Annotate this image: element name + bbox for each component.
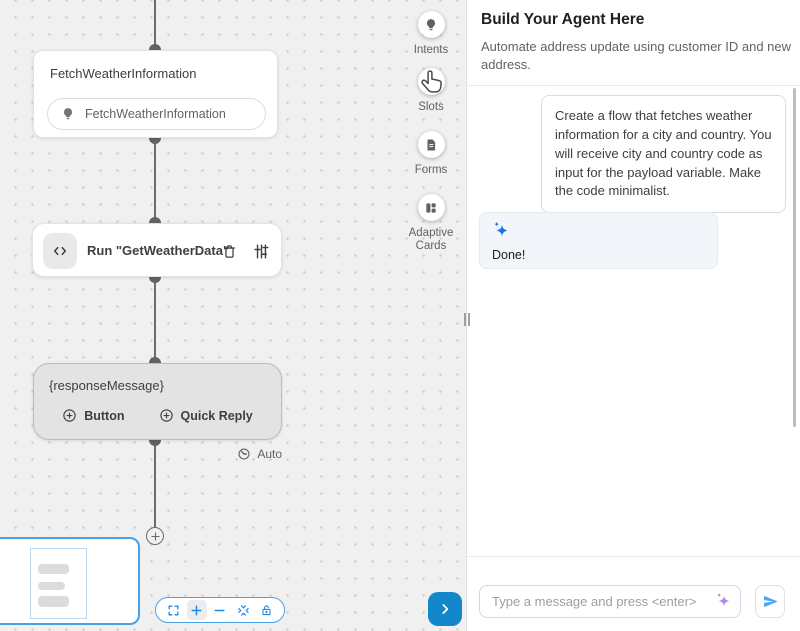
panel-title: Build Your Agent Here [481,11,645,28]
code-node-label: Run "GetWeatherData" [87,243,230,258]
response-variable: {responseMessage} [49,378,164,393]
fit-view-icon [237,604,249,616]
minimap-node [38,596,69,607]
add-button-action[interactable]: Button [62,408,125,423]
intents-tool-label: Intents [413,44,449,56]
minimap-viewport[interactable] [30,548,87,619]
intent-node-title: FetchWeatherInformation [50,66,197,81]
ai-sparkle-icon [494,221,508,237]
fullscreen-button[interactable] [164,600,184,620]
send-icon [763,595,778,608]
intents-tool-button[interactable] [417,11,445,38]
auto-label: Auto [257,447,282,461]
user-message-bubble: Create a flow that fetches weather infor… [541,95,786,214]
fullscreen-icon [168,605,179,615]
minus-icon [214,609,226,611]
add-quick-reply-action[interactable]: Quick Reply [159,408,253,423]
adaptive-cards-tool-button[interactable] [417,194,445,221]
chat-message-input[interactable] [479,585,741,618]
response-message-node[interactable]: {responseMessage} Button Quick Reply [33,363,282,440]
intent-node[interactable]: FetchWeatherInformation FetchWeatherInfo… [33,50,278,138]
plus-circle-icon [159,409,173,422]
flow-canvas[interactable]: FetchWeatherInformation FetchWeatherInfo… [0,0,466,631]
header-divider [467,85,800,86]
flow-minimap[interactable] [0,537,140,625]
lightbulb-icon [63,108,73,120]
panel-resize-handle[interactable] [464,313,470,326]
minimap-node [38,582,65,590]
tune-icon [253,243,269,259]
adaptive-cards-tool-label: Adaptive Cards [408,227,454,253]
plus-circle-icon [63,409,76,422]
code-node[interactable]: Run "GetWeatherData" [32,223,282,277]
add-node-button[interactable] [146,527,164,545]
slots-tool-label: Slots [418,101,444,113]
forms-tool-button[interactable] [417,131,445,158]
delete-button[interactable] [219,241,239,261]
dashboard-icon [426,202,436,213]
fit-view-button[interactable] [233,600,253,620]
agent-message-bubble: Done! [479,212,718,269]
document-icon [427,138,436,151]
footer-divider [467,556,800,557]
zoom-out-button[interactable] [210,600,230,620]
plus-icon [191,604,202,616]
add-quick-reply-label: Quick Reply [180,408,253,423]
trash-icon [223,244,235,258]
chevron-right-icon [442,604,449,614]
code-chip [43,233,77,269]
plus-icon [150,531,160,541]
magic-sparkle-button[interactable] [715,592,733,609]
add-button-label: Button [84,408,125,423]
agent-message-text: Done! [492,248,526,262]
panel-collapse-button[interactable] [428,592,462,626]
panel-subtitle: Automate address update using customer I… [481,39,792,73]
minimap-node [38,564,69,574]
lock-icon [262,604,271,615]
configure-button[interactable] [251,241,271,261]
slots-tool-button[interactable] [417,68,445,95]
intent-pill-label: FetchWeatherInformation [85,107,226,121]
forms-tool-label: Forms [414,164,448,176]
lock-button[interactable] [256,600,276,620]
send-button[interactable] [755,585,785,618]
canvas-controls [155,597,285,623]
chat-scrollbar[interactable] [793,88,796,427]
auto-timer-icon [238,448,250,460]
zoom-in-button[interactable] [186,600,207,620]
auto-mode-indicator[interactable]: Auto [33,447,282,461]
lightbulb-icon [426,18,436,30]
agent-chat-panel: Build Your Agent Here Automate address u… [464,0,800,631]
intent-pill[interactable]: FetchWeatherInformation [47,98,266,130]
code-icon [54,246,66,256]
